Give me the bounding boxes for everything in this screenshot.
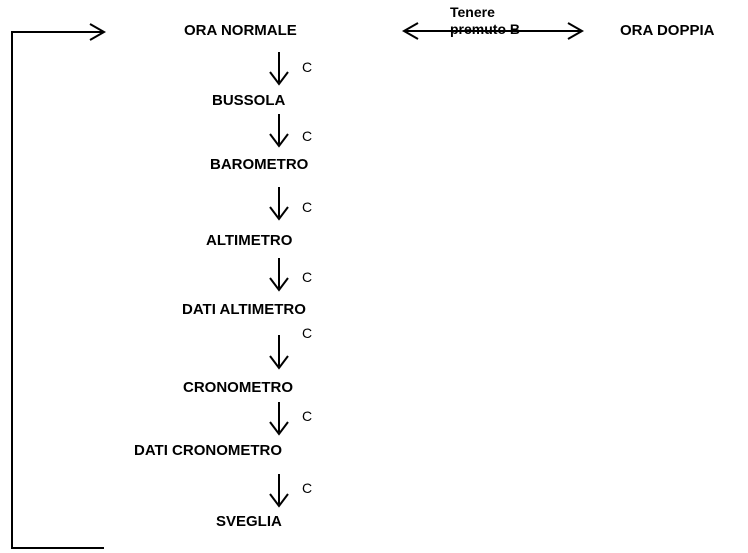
down-arrow-icon-5 <box>269 335 289 370</box>
hold-b-label: Tenere premuto B <box>450 4 520 38</box>
step-label-c-2: C <box>302 128 313 144</box>
step-label-c-6: C <box>302 408 313 424</box>
step-label-c-1: C <box>302 59 313 75</box>
mode-sveglia: SVEGLIA <box>216 513 282 530</box>
hold-b-label-line1: Tenere <box>450 4 495 20</box>
mode-barometro: BAROMETRO <box>210 156 309 173</box>
down-arrow-icon-4 <box>269 258 289 292</box>
step-label-c-4: C <box>302 269 313 285</box>
down-arrow-icon-7 <box>269 474 289 508</box>
hold-b-label-line2: premuto B <box>450 21 520 37</box>
down-arrow-icon-1 <box>269 52 289 86</box>
loop-back-line <box>11 31 104 549</box>
down-arrow-icon-2 <box>269 114 289 148</box>
mode-dati-altimetro: DATI ALTIMETRO <box>182 301 306 318</box>
mode-cronometro: CRONOMETRO <box>183 379 293 396</box>
down-arrow-icon-6 <box>269 402 289 436</box>
mode-ora-doppia: ORA DOPPIA <box>620 22 715 39</box>
mode-altimetro: ALTIMETRO <box>206 232 293 249</box>
loop-back-arrowhead-icon <box>89 23 107 41</box>
down-arrow-icon-3 <box>269 187 289 221</box>
mode-ora-normale: ORA NORMALE <box>184 22 297 39</box>
step-label-c-7: C <box>302 480 313 496</box>
mode-dati-cronometro: DATI CRONOMETRO <box>134 442 283 459</box>
dual-time-arrow-left-icon <box>401 22 419 40</box>
mode-bussola: BUSSOLA <box>212 92 286 109</box>
step-label-c-3: C <box>302 199 313 215</box>
dual-time-arrow-right-icon <box>567 22 585 40</box>
step-label-c-5: C <box>302 325 313 341</box>
